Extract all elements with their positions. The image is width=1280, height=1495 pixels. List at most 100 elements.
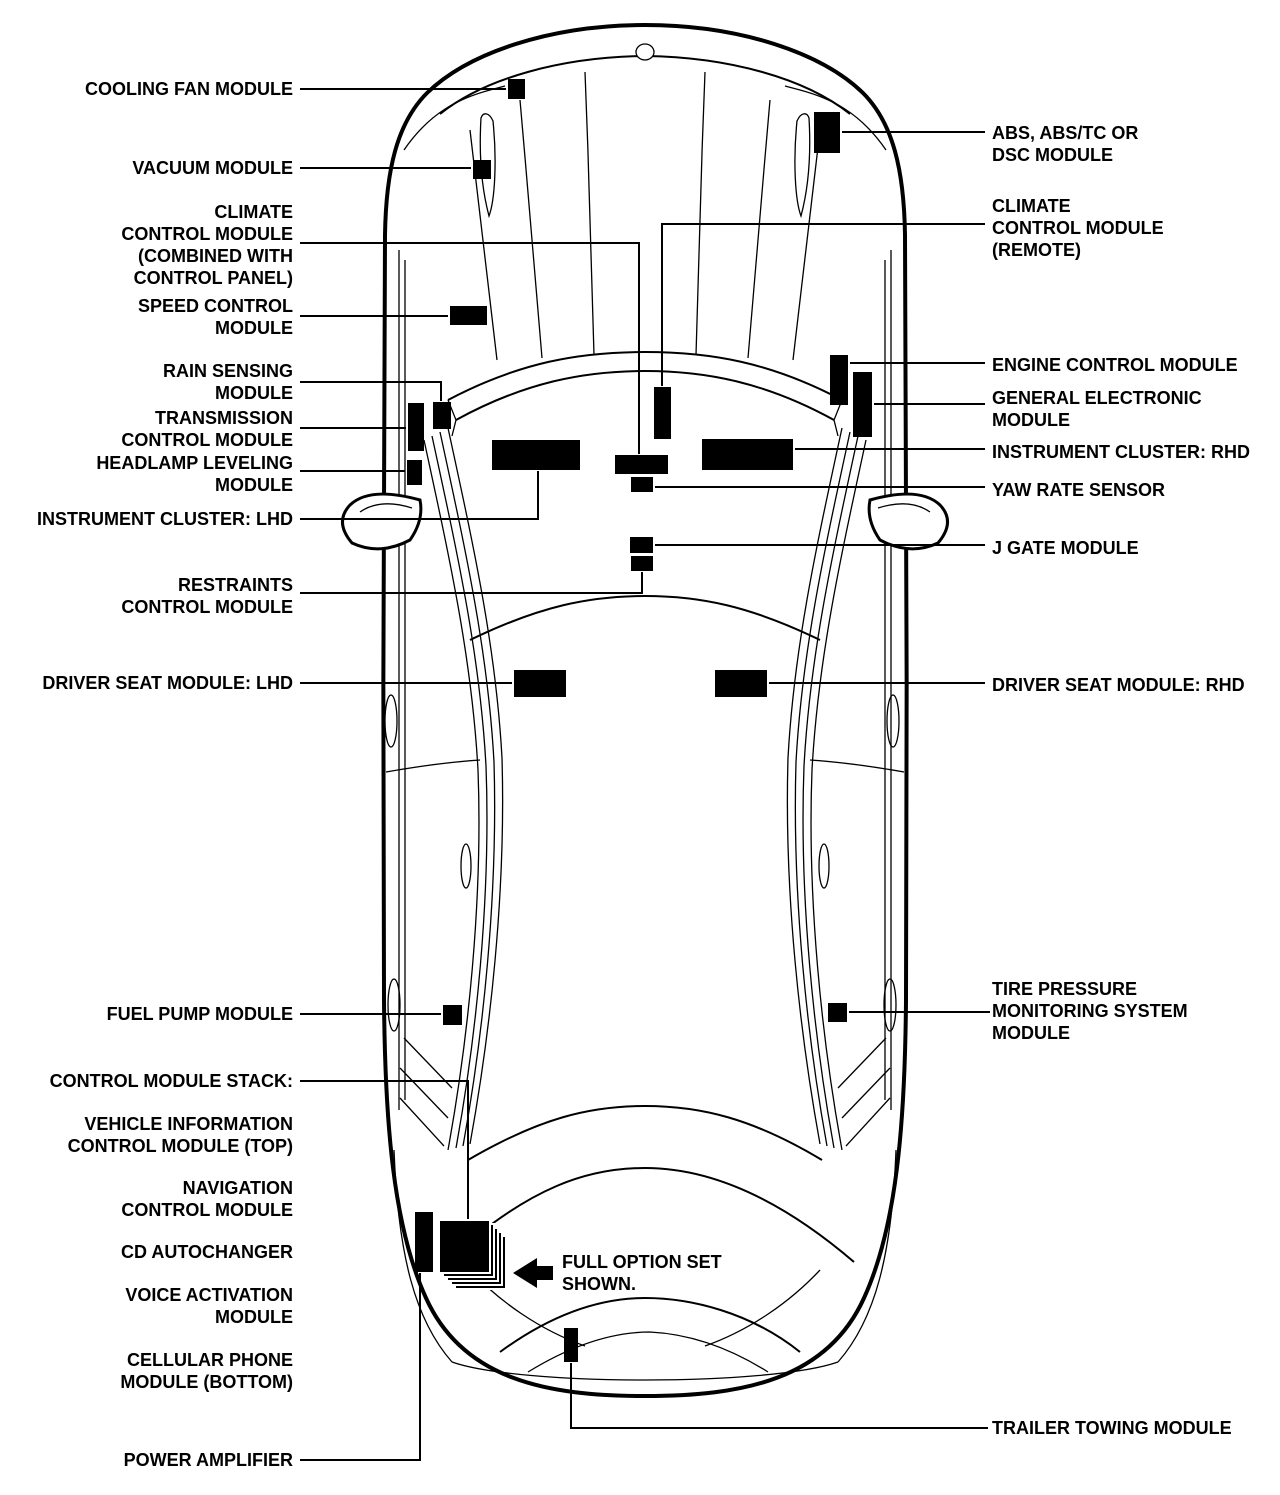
full-option-note-line1: FULL OPTION SET (562, 1252, 722, 1272)
module-transmission-control (408, 403, 424, 451)
full-option-note: FULL OPTION SET SHOWN. (562, 1251, 722, 1295)
label-line: CD AUTOCHANGER (120, 1242, 293, 1262)
door-trim-right (818, 843, 830, 889)
label-line: VEHICLE INFORMATION (84, 1114, 293, 1134)
label-power-amplifier: POWER AMPLIFIER (124, 1449, 293, 1471)
module-instrument-cluster-rhd (702, 439, 793, 470)
module-tire-pressure (828, 1003, 847, 1022)
leader-climate-remote (661, 223, 985, 386)
car-body-art (341, 23, 949, 1398)
leader-lines (300, 88, 990, 1461)
cabin-rear-arc (467, 1104, 823, 1161)
label-line: ABS, ABS/TC OR (992, 123, 1139, 143)
module-yaw-rate (631, 477, 653, 492)
label-line: RAIN SENSING (162, 361, 293, 381)
rear-hatch-right (837, 1037, 887, 1089)
module-headlamp-leveling (407, 460, 422, 485)
door-handle-right-rear (883, 978, 897, 1032)
leader-trailer-towing (570, 1363, 988, 1429)
hood-line (747, 99, 771, 359)
label-line: MONITORING SYSTEM (992, 1001, 1188, 1021)
module-climate-combined (615, 455, 668, 474)
leader-control-module-stack (300, 1080, 469, 1219)
label-yaw-rate-sensor: YAW RATE SENSOR (992, 479, 1165, 501)
label-line: MODULE (215, 318, 293, 338)
rear-hatch-left (399, 1067, 449, 1119)
label-line: VACUUM MODULE (132, 158, 293, 178)
module-markers (407, 79, 872, 1362)
module-speed-control (450, 306, 487, 325)
label-line: J GATE MODULE (992, 538, 1139, 558)
door-handle-left-front (384, 694, 398, 748)
label-line: INSTRUMENT CLUSTER: LHD (37, 509, 293, 529)
label-engine-control-module: ENGINE CONTROL MODULE (992, 354, 1238, 376)
hood-line (792, 129, 821, 361)
label-line: MODULE (215, 383, 293, 403)
door-lines-right (794, 431, 851, 1147)
label-vacuum-module: VACUUM MODULE (132, 157, 293, 179)
bpillar-seam-left (385, 759, 481, 773)
windshield-base-arc (455, 369, 835, 421)
car-outline (381, 23, 909, 1398)
label-line: CONTROL MODULE (121, 224, 293, 244)
door-lines-right (786, 427, 843, 1145)
trunk-arc (499, 1296, 801, 1353)
module-fuel-pump (443, 1005, 462, 1025)
label-line: SPEED CONTROL (137, 296, 293, 316)
windshield-top-arc (447, 350, 843, 401)
label-line: COOLING FAN MODULE (85, 79, 293, 99)
hood-line (584, 71, 595, 356)
door-handle-left-rear (387, 978, 401, 1032)
label-driver-seat-module-rhd: DRIVER SEAT MODULE: RHD (992, 674, 1245, 696)
front-corner-right (784, 85, 887, 151)
fender-loop-right (794, 113, 811, 219)
label-trailer-towing-module: TRAILER TOWING MODULE (992, 1417, 1232, 1439)
label-line: CONTROL MODULE (121, 430, 293, 450)
rear-hatch-left (403, 1037, 453, 1089)
label-line: DRIVER SEAT MODULE: RHD (992, 675, 1245, 695)
mirror-inner-right (877, 503, 931, 513)
roof-rear-arc (469, 594, 821, 641)
label-line: GENERAL ELECTRONIC (992, 388, 1202, 408)
label-line: DRIVER SEAT MODULE: LHD (42, 673, 293, 693)
label-line: MODULE (992, 1023, 1070, 1043)
leader-rain-sensing (300, 381, 442, 401)
label-line: VOICE ACTIVATION (125, 1285, 293, 1305)
label-line: (REMOTE) (992, 240, 1081, 260)
label-line: MODULE (BOTTOM) (120, 1372, 293, 1392)
door-lines-left (439, 431, 496, 1147)
rear-hatch-left (399, 1097, 445, 1147)
door-lines-right (810, 439, 867, 1151)
front-corner-left (403, 85, 506, 151)
label-line: TRAILER TOWING MODULE (992, 1418, 1232, 1438)
label-line: FUEL PUMP MODULE (106, 1004, 293, 1024)
full-option-note-line2: SHOWN. (562, 1274, 636, 1294)
leader-instrument-cluster-lhd (300, 471, 539, 520)
module-driver-seat-lhd (514, 670, 566, 697)
door-lines-left (431, 435, 488, 1149)
label-line: CONTROL MODULE STACK: (49, 1071, 293, 1091)
windshield-side-right (833, 399, 843, 437)
label-cd-autochanger: CD AUTOCHANGER (121, 1241, 293, 1263)
hood-line (695, 71, 706, 356)
deck-sweep-right (704, 1269, 821, 1347)
module-trailer-towing (564, 1328, 578, 1362)
label-line: MODULE (992, 410, 1070, 430)
module-instrument-cluster-lhd (492, 440, 580, 470)
leader-power-amplifier (300, 1273, 421, 1461)
module-general-electronic (853, 372, 872, 437)
leader-restraints-control (300, 572, 643, 594)
label-line: YAW RATE SENSOR (992, 480, 1166, 500)
label-j-gate-module: J GATE MODULE (992, 537, 1139, 559)
bumper-inner-right (837, 1149, 897, 1363)
